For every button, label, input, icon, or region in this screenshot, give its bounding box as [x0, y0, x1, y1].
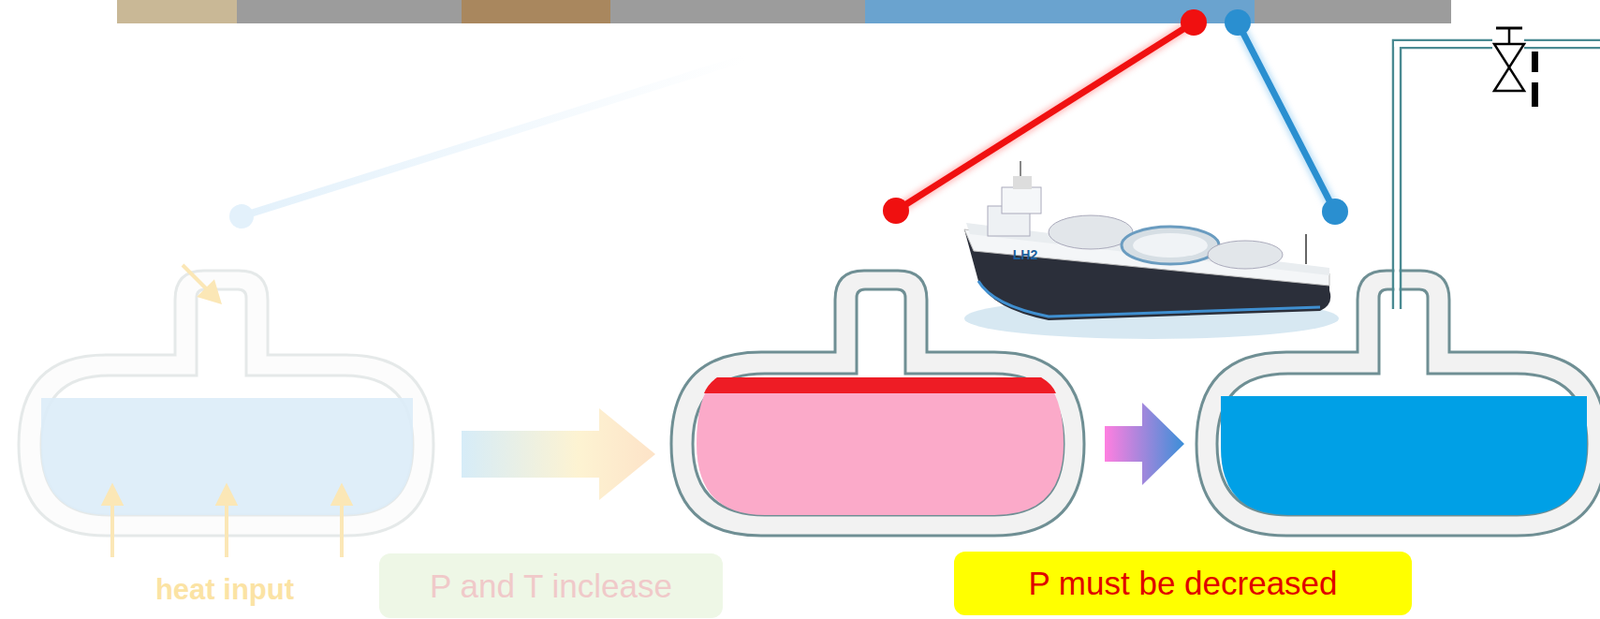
process-arrow	[1104, 402, 1185, 485]
ship-name-label: LH2	[1012, 247, 1038, 263]
note-text: P must be decreased	[1027, 564, 1337, 602]
leader-line	[895, 22, 1194, 211]
leader-line	[241, 58, 746, 217]
note-box: P and T inclease	[379, 553, 723, 618]
top-bar	[117, 0, 1452, 24]
process-arrow	[461, 408, 656, 500]
note-box: P must be decreased	[954, 551, 1412, 616]
heat-arrow	[103, 264, 351, 558]
leader-dot	[229, 204, 254, 229]
note-text: P and T inclease	[429, 567, 673, 605]
heat-input-label: heat input	[155, 572, 294, 607]
leader-line	[1237, 22, 1336, 212]
lh2-carrier-ship	[964, 161, 1339, 339]
tank-faded	[18, 270, 434, 536]
valve-symbol	[1492, 28, 1539, 108]
